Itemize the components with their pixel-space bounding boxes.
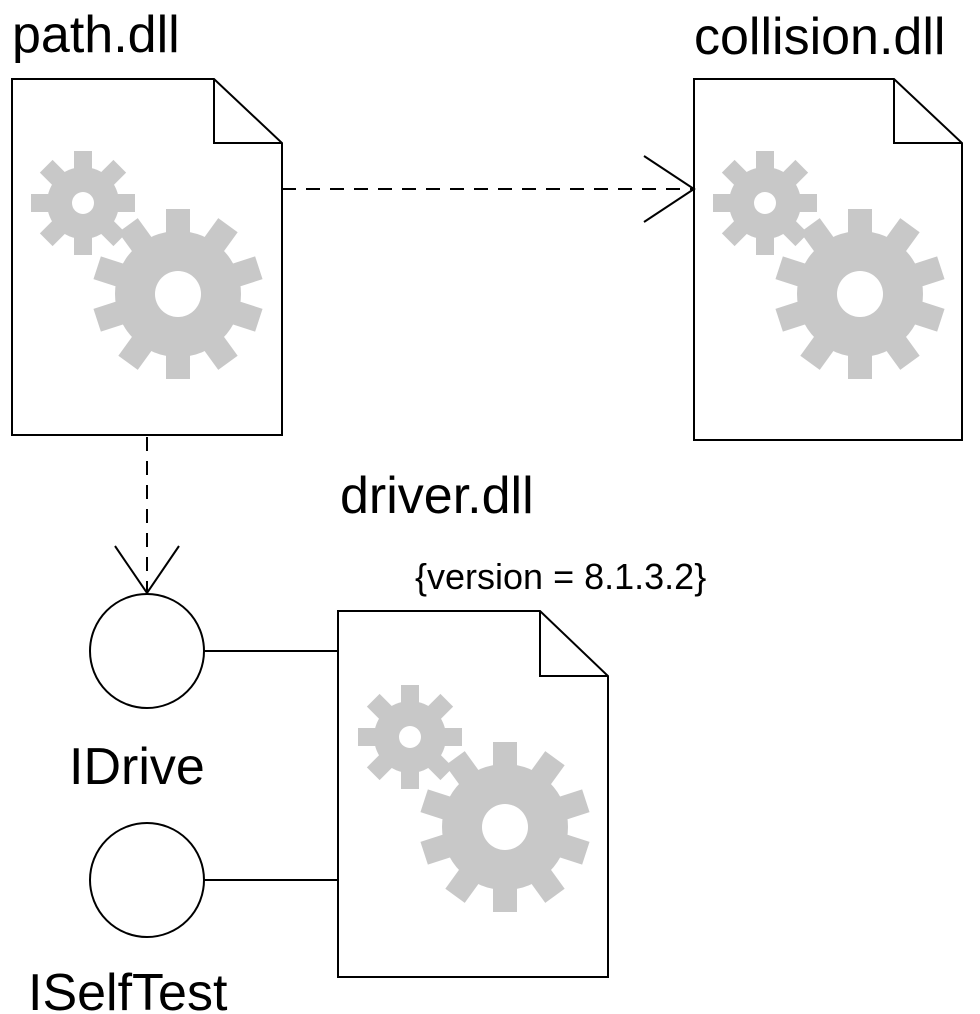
- artifact-path-fold: [213, 79, 282, 144]
- artifact-path: path.dll: [11, 6, 283, 436]
- lollipop-icon: [89, 593, 205, 709]
- version-constraint: {version = 8.1.3.2}: [415, 556, 706, 597]
- artifact-driver-label: driver.dll: [340, 467, 534, 525]
- lollipop-icon: [89, 822, 205, 938]
- artifact-path-label: path.dll: [12, 6, 180, 64]
- artifact-driver-fold: [539, 611, 608, 677]
- interface-idrive-label: IDrive: [69, 738, 205, 796]
- dependency-path-to-idrive: [114, 437, 180, 595]
- artifact-collision: collision.dll: [693, 8, 963, 441]
- interface-iselftest: ISelfTest: [28, 822, 338, 1014]
- artifact-driver: driver.dll {version = 8.1.3.2}: [337, 467, 706, 978]
- open-arrowhead-icon: [643, 155, 696, 223]
- interface-iselftest-label: ISelfTest: [28, 964, 228, 1014]
- interface-idrive: IDrive: [69, 593, 338, 796]
- artifact-collision-label: collision.dll: [694, 8, 945, 66]
- artifact-collision-fold: [893, 79, 962, 144]
- dependency-path-to-collision: [282, 155, 696, 223]
